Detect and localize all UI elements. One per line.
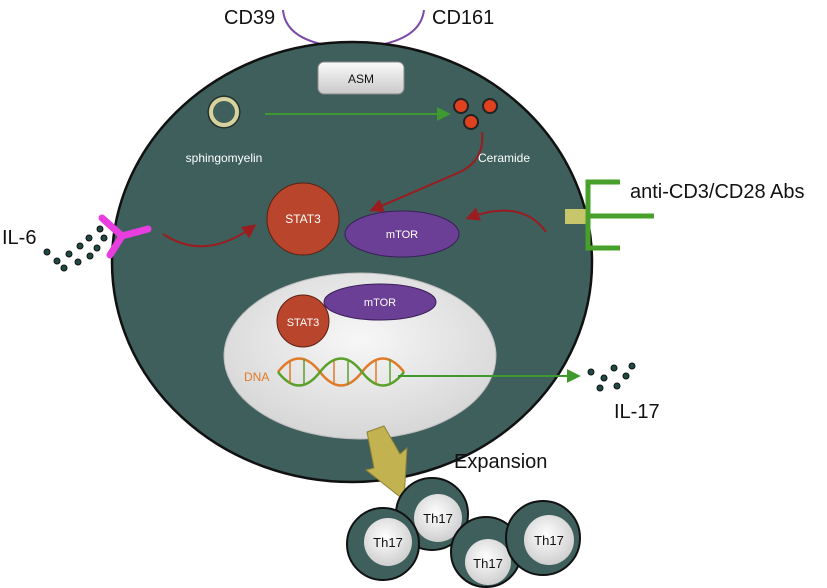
il17-cytokine-dot-icon <box>587 362 636 392</box>
sphingomyelin-ring-outline <box>207 95 241 129</box>
ceramide-icon <box>453 98 498 130</box>
th17-cell-4: Th17 <box>505 500 581 576</box>
asm-label: ASM <box>348 72 374 86</box>
anti-cd-to-mtor-arrow <box>465 207 547 233</box>
asm-box <box>317 61 405 95</box>
dna-helix-icon <box>277 357 405 387</box>
stat3-nuclear-label: STAT3 <box>287 317 320 329</box>
antibody-icon <box>585 179 654 251</box>
th17-cell-3: Th17 <box>450 516 522 588</box>
il17-label: IL-17 <box>614 401 660 423</box>
mtor-nuclear-label: mTOR <box>364 297 396 309</box>
stat3-nuclear <box>276 294 330 348</box>
th17-label-4: Th17 <box>534 533 564 548</box>
mtor-nuclear <box>323 283 437 321</box>
ceramide-label: Ceramide <box>478 151 530 165</box>
sphingomyelin-label: sphingomyelin <box>186 151 263 165</box>
stat3-cytoplasm <box>266 182 340 256</box>
il6-cytokine-dot-icon <box>43 225 108 272</box>
expansion-arrow-icon <box>364 425 408 501</box>
expansion-label: Expansion <box>454 451 547 473</box>
anti-cd-label: anti-CD3/CD28 Abs <box>630 181 805 203</box>
th17-label-3: Th17 <box>473 556 503 571</box>
th17-label-1: Th17 <box>423 511 453 526</box>
anti-cd-stem <box>565 209 589 224</box>
mtor-cytoplasm <box>344 210 460 258</box>
il6-label: IL-6 <box>2 227 36 249</box>
cd161-label: CD161 <box>432 7 494 29</box>
sphingomyelin-icon <box>209 97 239 127</box>
mtor-cytoplasm-label: mTOR <box>386 229 418 241</box>
dna-label: DNA <box>244 370 269 384</box>
il6-to-stat3-arrow <box>162 224 257 248</box>
ceramide-to-stat3-arrow <box>369 131 484 212</box>
stat3-cytoplasm-label: STAT3 <box>285 212 321 226</box>
il6-receptor-icon <box>98 214 152 259</box>
cd39-label: CD39 <box>224 7 275 29</box>
th17-cell-2: Th17 <box>346 507 420 581</box>
th17-label-2: Th17 <box>373 535 403 550</box>
